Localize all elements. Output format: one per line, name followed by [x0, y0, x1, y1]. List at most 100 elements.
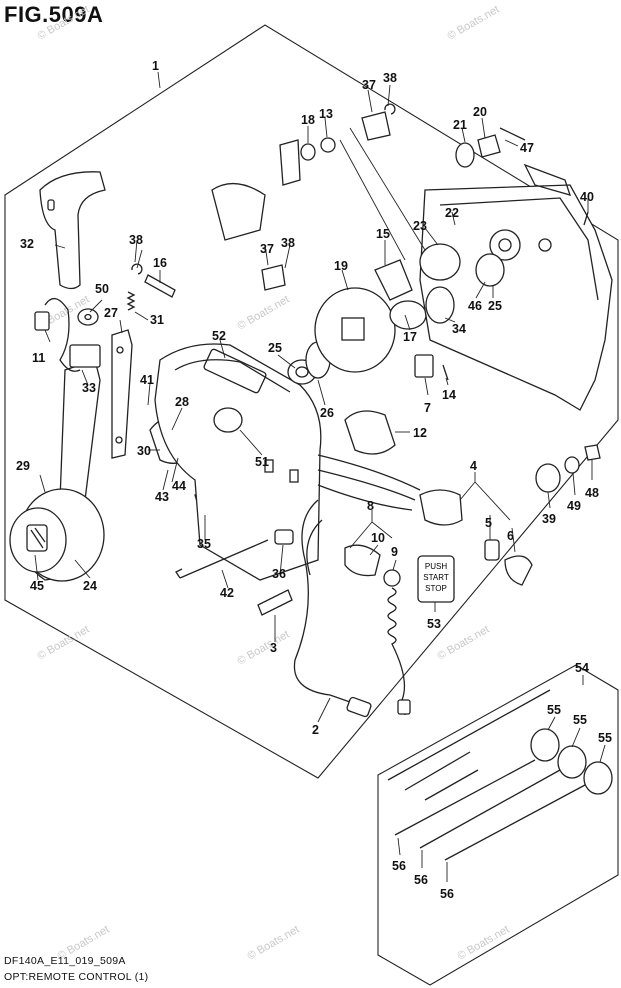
callout-16: 16: [153, 256, 167, 270]
damper: [583, 761, 613, 795]
callout-55c: 55: [598, 731, 612, 745]
push-start-stop-button: [417, 555, 455, 603]
lever-link: [374, 259, 413, 301]
callout-22: 22: [445, 206, 459, 220]
callout-55a: 55: [547, 703, 561, 717]
callout-34: 34: [452, 322, 466, 336]
cable-tie: [424, 769, 479, 801]
key: [484, 539, 500, 561]
callout-50: 50: [95, 282, 109, 296]
cam-disc: [314, 287, 396, 373]
knob: [535, 463, 561, 493]
ring: [475, 253, 505, 287]
callout-24: 24: [83, 579, 97, 593]
kit-frame: [377, 664, 619, 986]
gear: [419, 243, 461, 281]
callout-13: 13: [319, 107, 333, 121]
switch: [414, 354, 434, 378]
watermark: © Boats.net: [36, 3, 92, 42]
pin: [144, 274, 176, 298]
push-label: PUSH: [425, 562, 447, 571]
callout-56c: 56: [440, 887, 454, 901]
callout-25b: 25: [488, 299, 502, 313]
callout-9: 9: [391, 545, 398, 559]
callout-39: 39: [542, 512, 556, 526]
leader-lines: [34, 84, 606, 882]
callout-41: 41: [140, 373, 154, 387]
washer: [300, 143, 316, 161]
callout-19: 19: [334, 259, 348, 273]
buzzer: [344, 410, 396, 455]
neutral-switch-connector: [34, 311, 50, 331]
watermark: © Boats.net: [236, 293, 292, 332]
callout-46: 46: [468, 299, 482, 313]
callout-1: 1: [152, 59, 159, 73]
watermark-text: © Boats.net: [36, 623, 92, 662]
callout-5: 5: [485, 516, 492, 530]
watermark: © Boats.net: [456, 923, 512, 962]
callout-2: 2: [312, 723, 319, 737]
cable-tie: [394, 759, 536, 836]
callout-38b: 38: [129, 233, 143, 247]
watermark: © Boats.net: [246, 923, 302, 962]
callout-23: 23: [413, 219, 427, 233]
callout-10: 10: [371, 531, 385, 545]
callout-7: 7: [424, 401, 431, 415]
callout-8: 8: [367, 499, 374, 513]
callout-14: 14: [442, 388, 456, 402]
bushing: [425, 286, 455, 324]
stop-label: STOP: [425, 584, 447, 593]
callout-56b: 56: [414, 873, 428, 887]
callout-45: 45: [30, 579, 44, 593]
watermark: © Boats.net: [236, 628, 292, 667]
callout-17: 17: [403, 330, 417, 344]
callout-27: 27: [104, 306, 118, 320]
callout-6: 6: [507, 529, 514, 543]
plate: [257, 589, 293, 616]
callout-4: 4: [470, 459, 477, 473]
washer: [564, 456, 580, 474]
callout-56a: 56: [392, 859, 406, 873]
callout-54: 54: [575, 661, 589, 675]
long-bolt: [179, 539, 269, 579]
wire-harness: [317, 454, 421, 511]
damper: [557, 745, 587, 779]
watermark: © Boats.net: [436, 623, 492, 662]
screw: [583, 211, 589, 226]
clamp: [274, 529, 294, 545]
clip: [261, 264, 286, 291]
callout-3: 3: [270, 641, 277, 655]
callout-43: 43: [155, 490, 169, 504]
assembly-frame: [4, 24, 619, 779]
cable-tie: [419, 769, 561, 849]
callout-47: 47: [520, 141, 534, 155]
callout-28: 28: [175, 395, 189, 409]
lanyard: [387, 587, 406, 716]
start-label: START: [423, 573, 449, 582]
watermark: © Boats.net: [446, 3, 502, 42]
callout-31: 31: [150, 313, 164, 327]
cable-tie: [404, 751, 471, 791]
throttle-arm: [279, 139, 301, 186]
callout-30: 30: [137, 444, 151, 458]
callout-11: 11: [32, 351, 45, 365]
key-cap: [504, 555, 533, 586]
callout-15: 15: [376, 227, 390, 241]
callout-33: 33: [82, 381, 96, 395]
bracket-top: [211, 183, 266, 241]
figure-caption: OPT:REMOTE CONTROL (1): [4, 971, 149, 983]
key-switch: [419, 489, 463, 526]
callout-42: 42: [220, 586, 234, 600]
callout-26: 26: [320, 406, 334, 420]
main-harness: [293, 499, 351, 703]
washer: [320, 137, 336, 153]
shaft: [477, 134, 501, 158]
cable-tie: [444, 784, 586, 861]
figure-code: DF140A_E11_019_509A: [4, 955, 126, 967]
lever-handle: [39, 171, 106, 290]
callout-32: 32: [20, 237, 34, 251]
callout-numbers: 1 2 3 4 5 6 7 8 9 10 11 12 13 14 15 16 1…: [16, 59, 612, 901]
callout-55b: 55: [573, 713, 587, 727]
callout-51: 51: [255, 455, 269, 469]
